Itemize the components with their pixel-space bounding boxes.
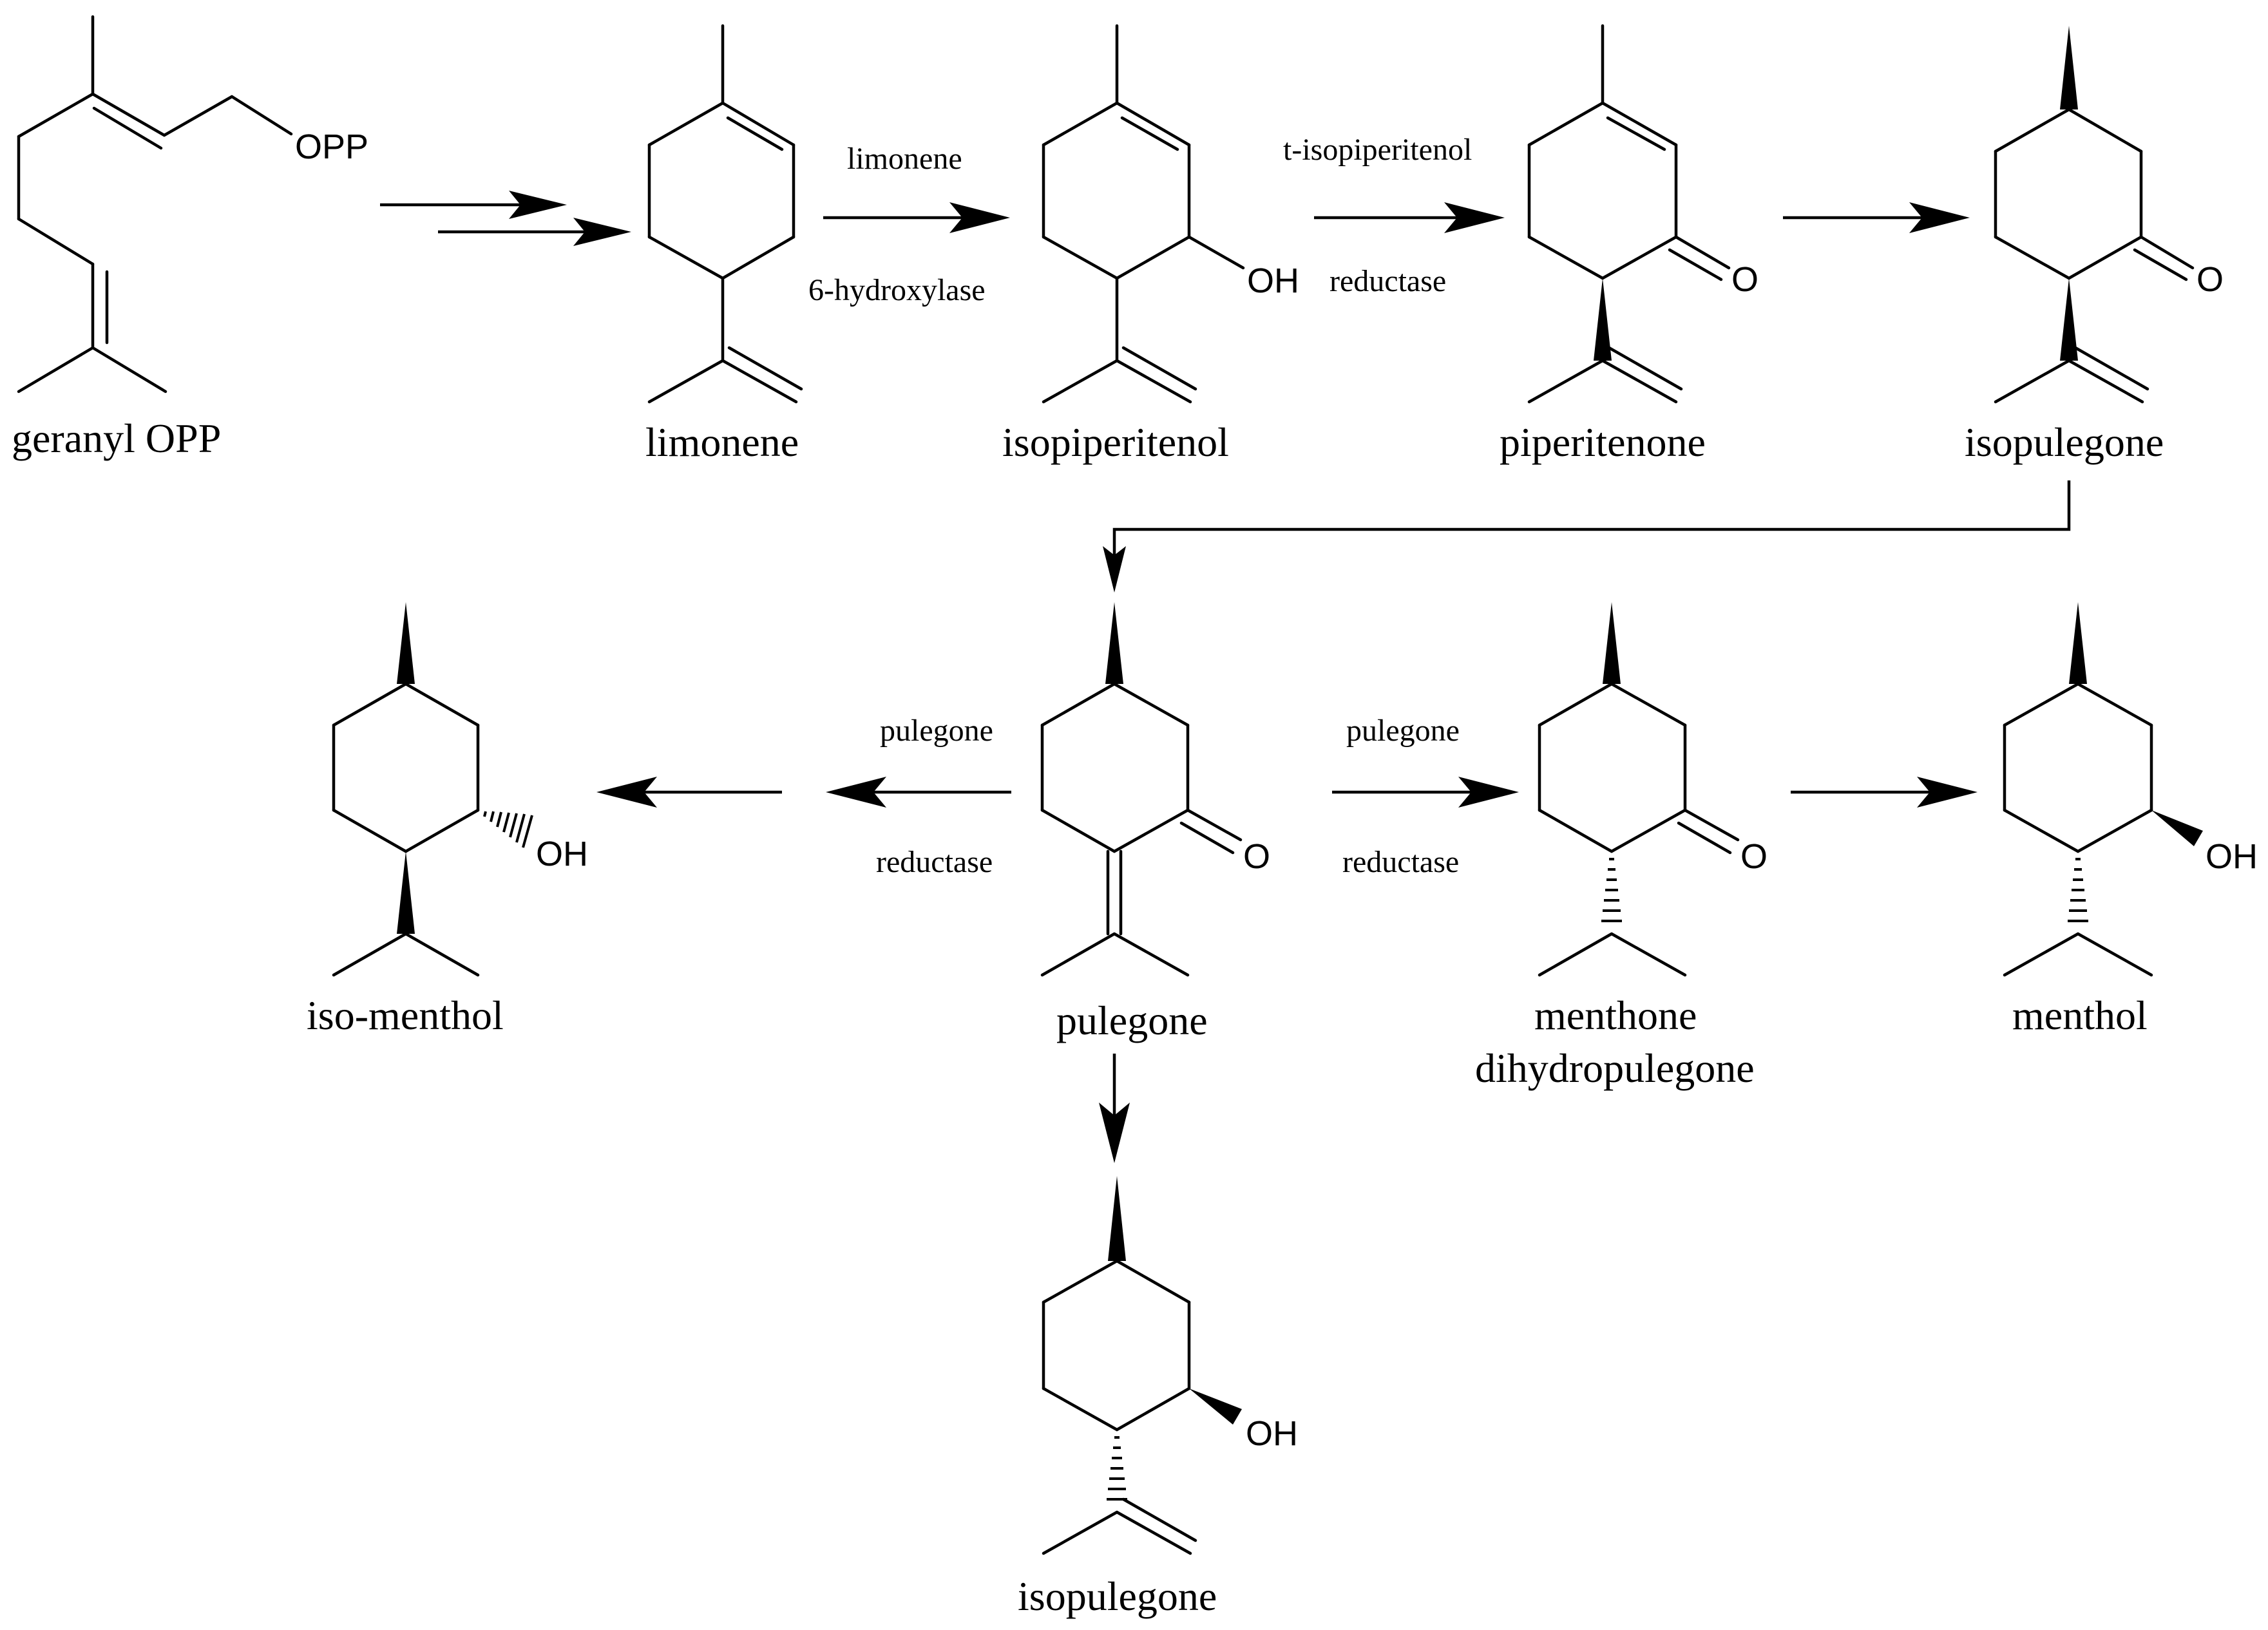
enzyme-label-pulegone-reductase-left-1: pulegone	[880, 714, 993, 748]
isopulegone-to-pulegone-connector	[1103, 480, 2071, 592]
isopiperitenol-reductase-arrow	[1314, 202, 1505, 233]
iso-menthol-oh-label: OH	[536, 835, 588, 873]
isopulegone-bottom-hashed-bond	[1107, 1436, 1127, 1501]
menthone-label: menthone	[1534, 992, 1697, 1038]
menthone-structure: O	[1538, 602, 1768, 977]
enzyme-label-pulegone-reductase-right-2: reductase	[1342, 845, 1459, 879]
menthone-to-menthol-arrow	[1791, 777, 1977, 808]
isopiperitenol-structure: OH	[1042, 24, 1299, 404]
enzyme-label-limonene-hydroxylase-2: 6-hydroxylase	[808, 273, 986, 307]
menthone-o-label: O	[1740, 837, 1768, 876]
multistep-arrow	[380, 191, 631, 246]
geranyl-opp-label: geranyl OPP	[12, 415, 221, 461]
menthol-structure: OH	[2003, 602, 2258, 977]
iso-menthol-structure: OH	[332, 602, 588, 977]
geranyl-opp-structure: OPP	[17, 15, 368, 393]
limonene-structure	[647, 24, 803, 404]
isopulegone-top-structure: O	[1994, 26, 2224, 404]
menthol-isopropyl-hashed-bond	[2068, 858, 2088, 922]
enzyme-label-pulegone-reductase-right-1: pulegone	[1346, 714, 1460, 748]
isopulegone-bottom-label: isopulegone	[1018, 1573, 1217, 1619]
iso-menthol-label: iso-menthol	[307, 992, 504, 1038]
iso-menthol-oh-hashed-bond	[483, 811, 533, 848]
opp-group-label: OPP	[295, 128, 368, 166]
limonene-label: limonene	[645, 419, 799, 465]
isopulegone-top-label: isopulegone	[1965, 419, 2164, 465]
pulegone-label: pulegone	[1056, 998, 1208, 1043]
dihydropulegone-label: dihydropulegone	[1475, 1045, 1755, 1091]
pulegone-structure: O	[1040, 602, 1270, 977]
isopulegone-top-o-label: O	[2197, 260, 2224, 299]
pulegone-to-menthone-arrow	[1332, 777, 1519, 808]
isopiperitenol-label: isopiperitenol	[1002, 419, 1229, 465]
piperitenone-o-label: O	[1731, 260, 1758, 299]
enzyme-label-isopiperitenol-reductase-2: reductase	[1329, 264, 1446, 298]
isopulegone-bottom-oh-label: OH	[1246, 1414, 1298, 1453]
enzyme-label-isopiperitenol-reductase-1: t-isopiperitenol	[1283, 133, 1472, 167]
menthol-label: menthol	[2012, 992, 2148, 1038]
menthol-oh-label: OH	[2206, 837, 2258, 876]
enzyme-label-pulegone-reductase-left-2: reductase	[876, 845, 993, 879]
limonene-hydroxylase-arrow	[823, 202, 1010, 233]
pulegone-to-iso-menthol-arrows	[596, 777, 1011, 808]
isopiperitenol-oh-label: OH	[1247, 261, 1299, 300]
isopulegone-bottom-structure: OH	[1042, 1176, 1298, 1555]
menthone-isopropyl-hashed-bond	[1601, 858, 1622, 922]
enzyme-label-limonene-hydroxylase-1: limonene	[847, 142, 962, 176]
pulegone-o-label: O	[1243, 837, 1270, 876]
piperitenone-structure: O	[1527, 24, 1758, 404]
piperitenone-to-isopulegone-arrow	[1783, 202, 1970, 233]
pulegone-to-isopulegone-arrow	[1099, 1054, 1130, 1163]
piperitenone-label: piperitenone	[1500, 419, 1706, 465]
